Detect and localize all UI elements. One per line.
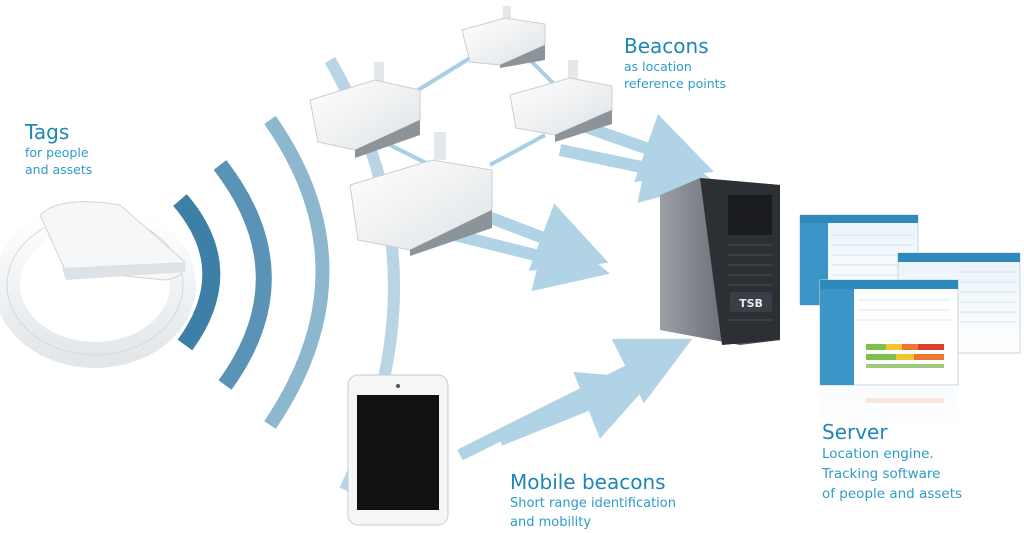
server-title: Server	[822, 420, 888, 444]
server-subtitle-line2: Tracking software	[822, 466, 941, 482]
beacons-subtitle-line2: reference points	[624, 76, 727, 91]
signal-wave-1	[173, 194, 221, 351]
wristband-tag	[0, 201, 196, 368]
beacon-left	[309, 62, 421, 158]
signal-wave-2	[213, 160, 272, 390]
beacons-label: Beacons as location reference points	[624, 34, 726, 92]
mobile-beacons-subtitle-line1: Short range identification	[510, 496, 676, 511]
mobile-beacons-label: Mobile beacons Short range identificatio…	[510, 470, 676, 532]
software-screen-front	[819, 279, 959, 386]
tags-label: Tags for people and assets	[25, 120, 92, 178]
beacon-front	[349, 132, 493, 256]
tags-title: Tags	[25, 120, 70, 144]
mobile-beacons-subtitle-line2: and mobility	[510, 515, 592, 530]
beacons-title: Beacons	[624, 34, 709, 58]
beacon-top	[461, 6, 546, 68]
server-subtitle-line3: of people and assets	[822, 486, 963, 502]
signal-wave-3	[264, 115, 330, 429]
software-screens	[799, 214, 1021, 428]
mobile-beacons-title: Mobile beacons	[510, 470, 666, 494]
server-subtitle-line1: Location engine.	[822, 446, 934, 462]
tablet-device	[347, 374, 449, 526]
beacons-subtitle-line1: as location	[624, 59, 692, 74]
tablet-screen	[357, 395, 439, 510]
server-brand-logo: TSB	[739, 297, 763, 310]
tags-subtitle-line2: and assets	[25, 162, 93, 177]
beacon-right	[509, 60, 613, 142]
server-label: Server Location engine. Tracking softwar…	[822, 420, 962, 504]
tags-subtitle-line1: for people	[25, 145, 89, 160]
server-tower: TSB	[660, 178, 780, 345]
